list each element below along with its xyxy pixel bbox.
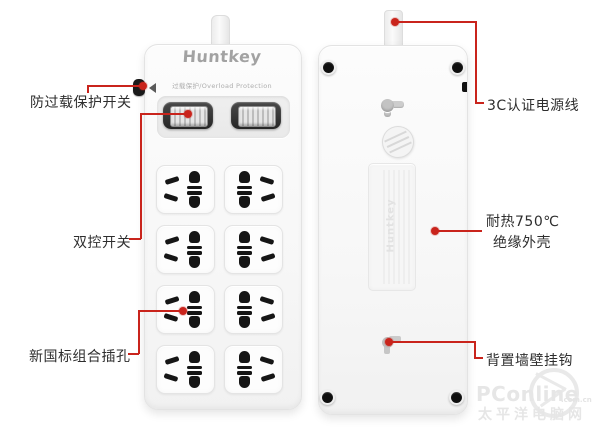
callout-dot (385, 338, 393, 346)
socket-outlet (156, 345, 215, 394)
side-reset-notch (462, 82, 467, 92)
pconline-watermark: PConline .com.cn 太平洋电脑网 (468, 366, 600, 434)
socket-outlet (224, 345, 283, 394)
callout-label-heat-shell: 耐热750℃ 绝缘外壳 (486, 212, 560, 254)
callout-label-new-standard-socket: 新国标组合插孔 (29, 349, 131, 365)
callout-line (128, 353, 139, 355)
spec-plate: Huntkey (368, 163, 416, 291)
callout-label-overload-switch: 防过载保护开关 (30, 95, 132, 111)
watermark-suffix: .com.cn (561, 396, 592, 404)
heat-line-1: 耐热750℃ (486, 214, 560, 230)
watermark-chinese: 太平洋电脑网 (478, 407, 586, 423)
callout-dot (139, 82, 147, 90)
socket-outlet (224, 285, 283, 334)
overload-protection-text: 过载保护/Overload Protection (172, 82, 272, 90)
socket-outlet (156, 165, 215, 214)
rocker-key (238, 106, 276, 127)
callout-line (129, 238, 141, 240)
socket-outlet (224, 165, 283, 214)
screw-icon (320, 390, 335, 405)
callout-line (140, 113, 188, 115)
callout-dot (179, 307, 187, 315)
callout-dot (431, 227, 439, 235)
callout-line (87, 85, 89, 93)
callout-line (475, 102, 484, 104)
callout-line (138, 310, 183, 312)
screw-icon (321, 60, 336, 75)
callout-line (436, 230, 482, 232)
socket-outlet (156, 225, 215, 274)
callout-line (138, 310, 140, 354)
screw-icon (449, 390, 464, 405)
callout-line (390, 341, 475, 343)
callout-line (474, 357, 483, 359)
back-power-cord (384, 10, 403, 48)
screw-icon (450, 60, 465, 75)
heat-line-2: 绝缘外壳 (493, 235, 551, 251)
brand-logo: Huntkey (181, 47, 263, 66)
watermark-brand: PConline (476, 382, 579, 406)
callout-line (474, 341, 476, 358)
callout-label-wall-hook: 背置墙壁挂钩 (486, 353, 573, 369)
callout-line (87, 85, 144, 87)
socket-outlet (224, 225, 283, 274)
callout-dot (184, 110, 192, 118)
wall-mount-keyhole (381, 96, 407, 118)
shutter-logo-icon (529, 368, 579, 418)
callout-label-power-cord: 3C认证电源线 (487, 98, 580, 114)
left-arrow-icon (149, 83, 156, 93)
callout-dot (391, 18, 399, 26)
callout-line (475, 21, 477, 103)
callout-line (140, 113, 142, 239)
embossed-brand: Huntkey (385, 198, 397, 253)
rocker-switch-right (231, 102, 281, 129)
callout-line (396, 21, 476, 23)
callout-label-dual-switch: 双控开关 (73, 235, 131, 251)
